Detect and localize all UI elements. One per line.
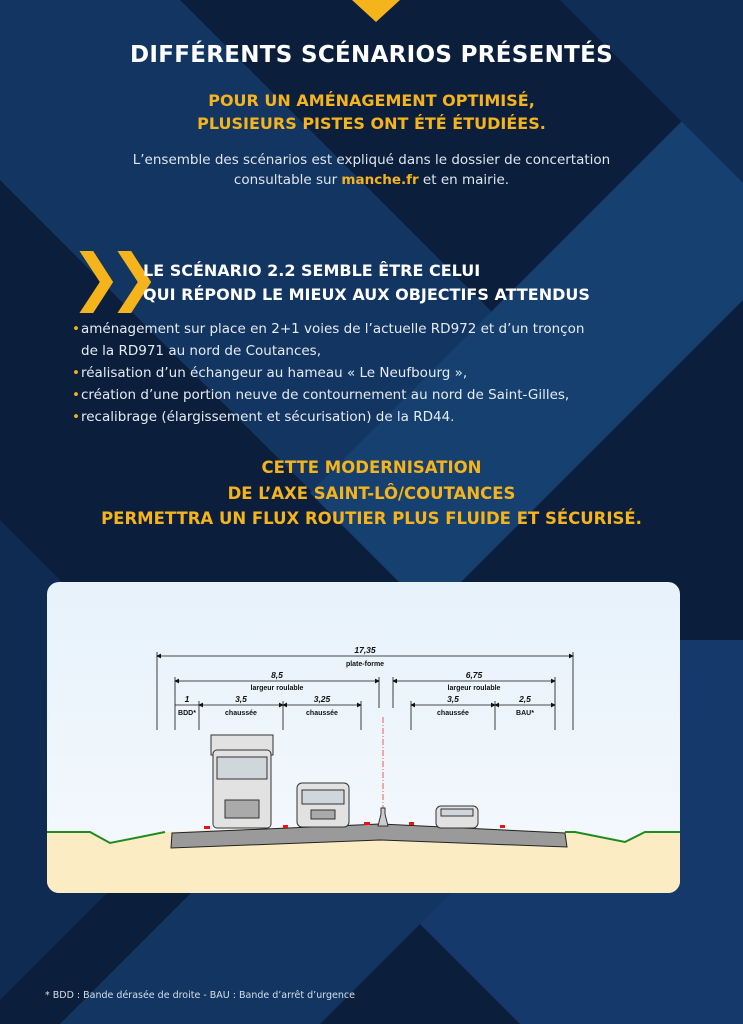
segment-label: chaussée — [306, 710, 338, 717]
segment-value: 3,5 — [235, 694, 247, 704]
footnote: * BDD : Bande dérasée de droite - BAU : … — [45, 990, 355, 1001]
list-item: réalisation d’un échangeur au hameau « L… — [72, 362, 601, 384]
list-item: recalibrage (élargissement et sécurisati… — [72, 406, 601, 428]
subtitle: POUR UN AMÉNAGEMENT OPTIMISÉ, PLUSIEURS … — [0, 89, 743, 135]
dim-left-label: largeur roulable — [251, 685, 304, 692]
car-icon — [435, 805, 479, 829]
scenario-bullets: aménagement sur place en 2+1 voies de l’… — [72, 318, 601, 428]
segment-label: chaussée — [437, 710, 469, 717]
segment-value: 3,25 — [314, 694, 331, 704]
conclusion: CETTE MODERNISATION DE L’AXE SAINT-LÔ/CO… — [0, 455, 743, 532]
median-barrier — [377, 807, 389, 827]
page-title: DIFFÉRENTS SCÉNARIOS PRÉSENTÉS — [129, 42, 614, 68]
intro-line: et en mairie. — [418, 172, 510, 188]
road-cross-section: 17,35 plate-forme 8,5 largeur roulable 6… — [47, 582, 680, 893]
intro-text: L’ensemble des scénarios est expliqué da… — [0, 150, 743, 190]
manche-link[interactable]: manche.fr — [341, 172, 419, 188]
truck-icon — [210, 734, 274, 829]
intro-line: L’ensemble des scénarios est expliqué da… — [132, 152, 611, 168]
segment-label: BAU* — [516, 710, 534, 717]
segment-value: 3,5 — [447, 694, 459, 704]
heading-line: LE SCÉNARIO 2.2 SEMBLE ÊTRE CELUI — [143, 261, 481, 280]
grass-line — [47, 831, 680, 845]
conclusion-line: DE L’AXE SAINT-LÔ/COUTANCES — [227, 483, 516, 503]
dim-total-label: plate-forme — [346, 661, 384, 668]
dimension-lines — [156, 652, 574, 730]
segment-label: BDD* — [178, 710, 196, 717]
van-icon — [296, 782, 350, 828]
dim-right-label: largeur roulable — [448, 685, 501, 692]
heading-line: QUI RÉPOND LE MIEUX AUX OBJECTIFS ATTEND… — [143, 285, 590, 304]
segment-label: chaussée — [225, 710, 257, 717]
conclusion-line: PERMETTRA UN FLUX ROUTIER PLUS FLUIDE ET… — [101, 509, 642, 528]
scenario-heading: LE SCÉNARIO 2.2 SEMBLE ÊTRE CELUI QUI RÉ… — [143, 259, 590, 307]
chevrons-icon: ❯❯ — [70, 240, 160, 313]
segment-value: 1 — [185, 694, 190, 704]
list-item: aménagement sur place en 2+1 voies de l’… — [72, 318, 601, 362]
intro-line: consultable sur — [233, 172, 342, 188]
top-marker — [352, 0, 400, 22]
cross-section-diagram: 17,35 plate-forme 8,5 largeur roulable 6… — [47, 645, 680, 893]
subtitle-line: PLUSIEURS PISTES ONT ÉTÉ ÉTUDIÉES. — [197, 114, 546, 133]
dim-right-value: 6,75 — [466, 670, 483, 680]
list-item: création d’une portion neuve de contourn… — [72, 384, 601, 406]
dim-total-value: 17,35 — [354, 645, 376, 655]
road-markers — [204, 822, 505, 829]
subtitle-line: POUR UN AMÉNAGEMENT OPTIMISÉ, — [208, 91, 535, 110]
segment-value: 2,5 — [518, 694, 531, 704]
dim-left-value: 8,5 — [271, 670, 283, 680]
conclusion-line: CETTE MODERNISATION — [261, 458, 482, 477]
